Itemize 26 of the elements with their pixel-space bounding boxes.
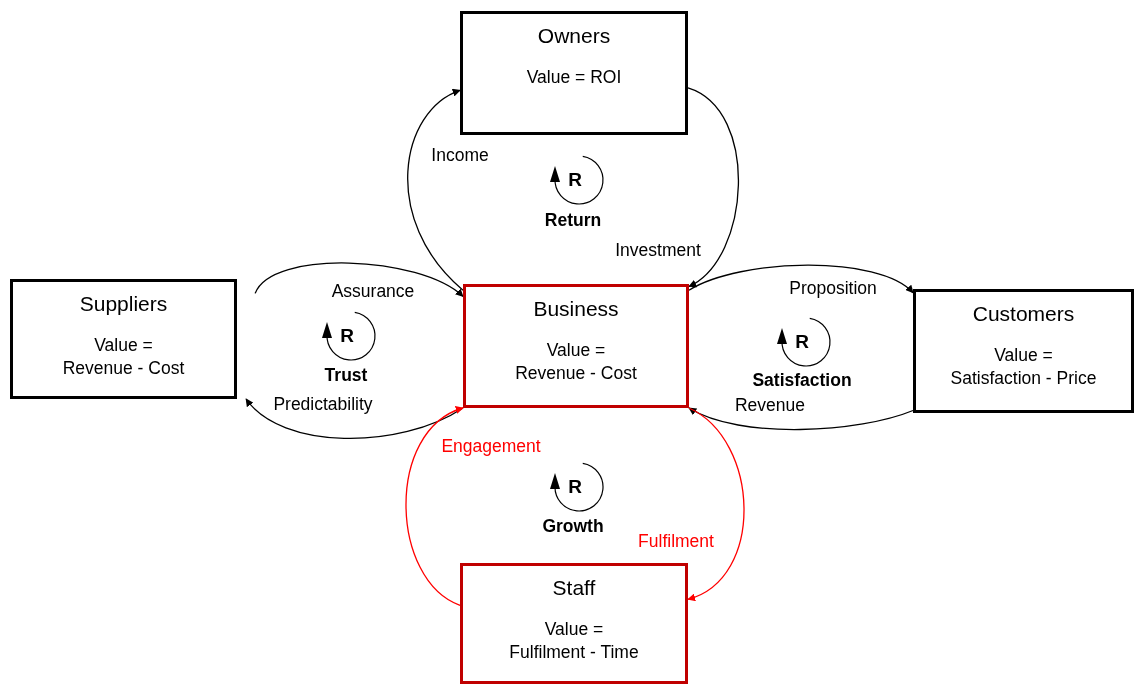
arrow xyxy=(688,407,914,431)
stakeholder-box xyxy=(463,284,689,408)
node-title: Suppliers xyxy=(79,292,168,316)
arrow xyxy=(407,89,464,291)
arrow xyxy=(687,407,745,601)
arrow xyxy=(688,264,914,294)
value-formula: Value = ROI xyxy=(526,66,622,89)
arrow xyxy=(405,407,464,606)
stakeholder-box xyxy=(913,289,1134,413)
value-formula: Value = Revenue - Cost xyxy=(62,334,185,380)
loop-type-letter: R xyxy=(567,169,583,191)
stakeholder-box xyxy=(10,279,237,399)
value-formula: Value = Revenue - Cost xyxy=(515,339,637,385)
stakeholder-box xyxy=(460,11,688,135)
arrow xyxy=(254,262,464,298)
arrow xyxy=(687,87,740,288)
loop-type-letter: R xyxy=(567,476,583,498)
value-formula: Value = Fulfilment - Time xyxy=(509,618,639,664)
loop-type-letter: R xyxy=(794,331,810,353)
node-title: Staff xyxy=(552,576,596,600)
node-title: Owners xyxy=(537,24,611,48)
value-formula: Value = Satisfaction - Price xyxy=(950,344,1097,390)
loop-type-letter: R xyxy=(339,325,355,347)
node-title: Business xyxy=(533,297,619,321)
stakeholder-box xyxy=(460,563,688,684)
node-title: Customers xyxy=(972,302,1075,326)
